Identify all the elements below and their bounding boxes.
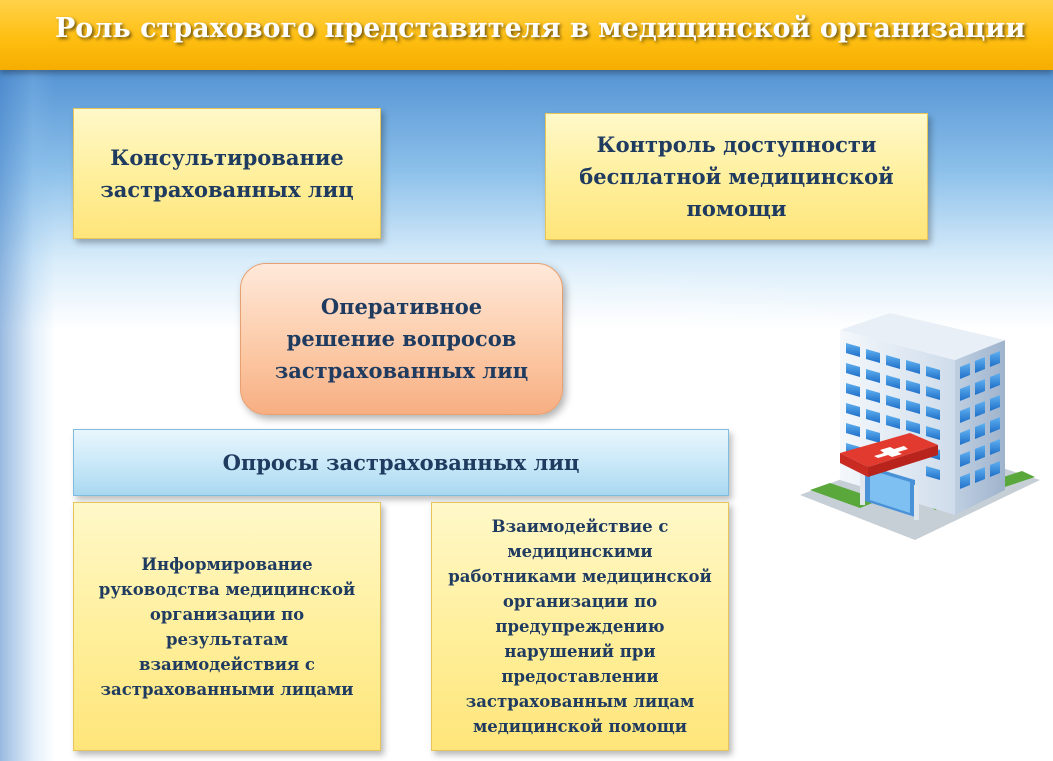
consult-box-label: Консультирование застрахованных лиц xyxy=(100,144,354,202)
surveys-box: Опросы застрахованных лиц xyxy=(73,429,729,496)
interaction-box-label: Взаимодействие с медицинскими работникам… xyxy=(448,517,712,736)
control-box: Контроль доступности бесплатной медицинс… xyxy=(545,113,928,240)
slide-title: Роль страхового представителя в медицинс… xyxy=(55,13,1026,44)
consult-box: Консультирование застрахованных лиц xyxy=(73,108,381,239)
control-box-label: Контроль доступности бесплатной медицинс… xyxy=(579,131,894,221)
interaction-box: Взаимодействие с медицинскими работникам… xyxy=(431,502,729,751)
surveys-box-label: Опросы застрахованных лиц xyxy=(222,449,580,475)
operative-box-label: Оперативное решение вопросов застрахован… xyxy=(274,294,529,383)
inform-box: Информирование руководства медицинской о… xyxy=(73,502,381,751)
title-bar: Роль страхового представителя в медицинс… xyxy=(0,0,1053,70)
inform-box-label: Информирование руководства медицинской о… xyxy=(98,554,356,699)
operative-box: Оперативное решение вопросов застрахован… xyxy=(240,263,563,415)
background-left-glow xyxy=(0,70,55,761)
hospital-building-icon xyxy=(790,305,1045,545)
